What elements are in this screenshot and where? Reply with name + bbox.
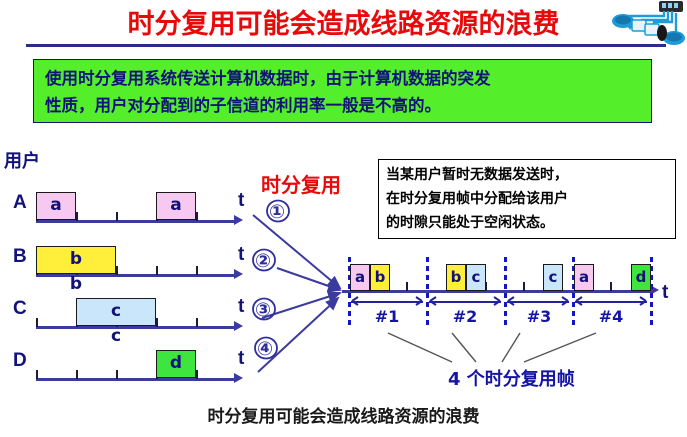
tick [116,212,118,221]
user-d-axis [36,378,236,381]
green-callout-line-1: 使用时分复用系统传送计算机数据时，由于计算机数据的突发 [45,69,491,88]
mux-block-f4-s1: a [574,264,594,291]
user-b-axis [36,274,236,277]
tdm-axis [342,290,652,293]
tdm-label: 时分复用 [261,173,341,197]
frame-span-4 [575,301,647,303]
circled-number-2: ② [255,250,272,272]
user-a-axis-arrow [234,215,243,225]
tdm-axis-t: t [662,282,669,303]
user-row-c: C cc t [0,288,280,346]
frame-span-3 [507,301,569,303]
data-block-d1: d [156,350,196,378]
arrow-b-to-mux [276,267,342,292]
tick [196,370,198,379]
page-title: 时分复用可能会造成线路资源的浪费 [127,9,560,40]
note-line-2: 在时分复用帧中分配给该用户 [386,191,568,207]
data-block-c1-right: c [110,326,122,346]
tick [156,266,158,275]
mux-block-f2-s3: c [466,264,486,291]
tick [116,266,118,275]
user-b-axis-arrow [234,269,243,279]
user-b-label: B [13,246,27,267]
tick [406,282,408,291]
mux-block-f1-s2: b [370,264,390,291]
frame-label-2: #2 [452,307,478,326]
user-c-axis-t: t [238,296,245,317]
note-line-1: 当某用户暂时无数据发送时， [386,167,568,183]
mux-block-f3-s3: c [543,264,563,291]
frame-divider [426,257,429,329]
mux-block-f1-s1: a [350,264,370,291]
tick [36,370,38,379]
mux-block-f2-s2: b [446,264,466,291]
green-callout-box: 使用时分复用系统传送计算机数据时，由于计算机数据的突发 性质，用户对分配到的子信… [33,59,652,123]
frame-label-4: #4 [598,307,624,326]
frames-total-label: 4 个时分复用帧 [448,369,575,390]
user-c-axis [36,326,236,329]
user-d-axis-t: t [238,348,245,369]
user-row-d: D d t [0,340,280,388]
title-divider [26,44,666,47]
data-block-c1-left: c [110,301,122,321]
tdm-axis-arrow [650,285,659,295]
tick [116,370,118,379]
multiplexed-timeline: t a b b c c a d #1 #2 #3 #4 [340,255,687,340]
user-a-axis-t: t [238,190,245,211]
mux-block-f4-s4: d [631,264,651,291]
note-box: 当某用户暂时无数据发送时， 在时分复用帧中分配给该用户 的时隙只能处于空闲状态。 [378,159,676,239]
user-a-label: A [13,192,27,213]
circled-number-4: ④ [257,338,274,360]
circled-number-1: ① [269,201,286,223]
tick [76,370,78,379]
tick [196,318,198,327]
frame-label-3: #3 [526,307,552,326]
data-block-a1: a [36,192,76,220]
user-a-axis [36,220,236,223]
user-c-label: C [13,298,27,319]
slide-caption: 时分复用可能会造成线路资源的浪费 [207,407,480,427]
tick [610,282,612,291]
frame-divider [572,257,575,329]
user-b-axis-t: t [238,244,245,265]
frame-divider [650,257,653,329]
user-row-b: B bb t [0,236,280,294]
tick [523,282,525,291]
tick [156,318,158,327]
user-row-a: A a a t [0,182,280,230]
user-d-axis-arrow [234,373,243,383]
users-label: 用户 [4,151,40,172]
green-callout-line-2: 性质，用户对分配到的子信道的利用率一般是不高的。 [45,96,441,115]
frame-divider [504,257,507,329]
data-block-b1-left: b [69,249,83,269]
frame-span-1 [351,301,423,303]
tick [196,212,198,221]
tick [76,212,78,221]
user-c-axis-arrow [234,321,243,331]
tick [36,318,38,327]
note-line-3: 的时隙只能处于空闲状态。 [386,215,554,231]
circled-number-3: ③ [255,299,272,321]
data-block-b1: bb [36,246,116,294]
data-block-c1: cc [76,298,156,346]
user-d-label: D [13,350,27,371]
frame-divider [348,257,351,329]
frame-label-1: #1 [374,307,400,326]
tick [196,266,198,275]
network-cloud-icon [612,1,685,45]
data-block-b1-right: b [69,274,83,294]
data-block-a2: a [156,192,196,220]
frame-span-2 [429,301,501,303]
